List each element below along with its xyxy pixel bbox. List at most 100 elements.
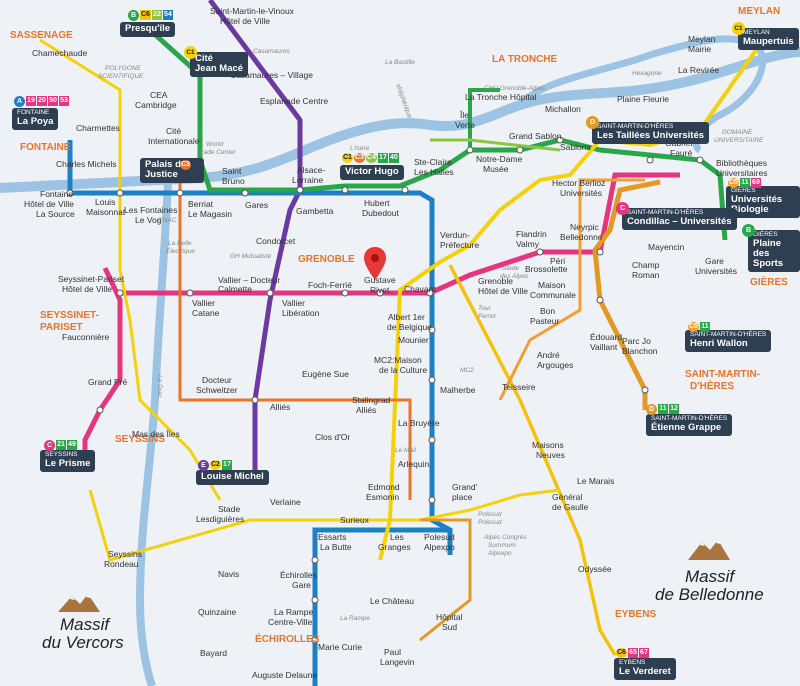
location-pin-icon[interactable] <box>364 247 386 280</box>
station-label: Alsace- <box>297 165 326 175</box>
line-badge: C5 <box>688 322 699 332</box>
station-label: Seyssins <box>108 549 142 559</box>
station-label: La Rampe <box>340 615 370 622</box>
line-badge: C1 <box>342 153 353 163</box>
station-label: GH Mutualiste <box>230 253 272 260</box>
station-label: Marie Curie <box>318 642 362 652</box>
line-badge: 65 <box>627 648 638 658</box>
terminus-henri-wallon[interactable]: SAINT-MARTIN-D'HÈRES Henri Wallon <box>685 330 772 352</box>
line-badge: C3 <box>353 153 365 163</box>
station-label: Stade <box>218 504 240 514</box>
station-label: Valmy <box>516 239 540 249</box>
terminus-universites-biologie[interactable]: GIÈRES Universités Biologie <box>726 186 800 218</box>
station-label: Chamechaude <box>32 48 88 58</box>
station-label: Alliés <box>356 405 376 415</box>
station-label: Neuves <box>536 450 565 460</box>
line-d-icon: D <box>646 404 657 415</box>
station-label: Général <box>552 492 582 502</box>
station-label: Hôpital <box>436 612 463 622</box>
station-label: Gare <box>705 256 724 266</box>
station-label: Vallier <box>282 298 305 308</box>
station-label: Le Vog <box>135 215 162 225</box>
station-label: Rivet <box>370 285 390 295</box>
terminus-etienne-grappe[interactable]: SAINT-MARTIN-D'HÈRES Étienne Grappe <box>646 414 733 436</box>
station-label: Grand Sablon <box>509 131 562 141</box>
station-label: La Bruyère <box>398 418 440 428</box>
terminus-taillees[interactable]: D SAINT-MARTIN-D'HÈRES Les Taillées Univ… <box>586 116 710 144</box>
station-label: Musée <box>483 164 509 174</box>
station-label: Condorcet <box>256 236 296 246</box>
line-badge: 54 <box>162 10 173 20</box>
station-label: Brossolette <box>525 264 568 274</box>
terminus-victor-hugo[interactable]: Victor Hugo <box>340 165 404 180</box>
station-dots <box>66 136 704 644</box>
station-label: Edmond <box>368 482 400 492</box>
station-label: Surieux <box>340 515 370 525</box>
station-label: Michallon <box>545 104 581 114</box>
station-label: Casamaures – Village <box>230 70 313 80</box>
station-label: Vallier <box>192 298 215 308</box>
terminus-louise-michel[interactable]: Louise Michel <box>196 470 269 485</box>
station-label: Le Magasin <box>188 209 232 219</box>
mountain-icon-vercors <box>58 594 100 612</box>
station-label: La Revirée <box>678 65 719 75</box>
station-label: Le Mail <box>395 447 417 454</box>
line-badge: 12 <box>669 404 679 414</box>
station-label: Lorraine <box>292 175 323 185</box>
station-label: Esmonin <box>366 492 399 502</box>
station-label: Universitaires <box>716 168 768 178</box>
station-label: Le Marais <box>577 476 614 486</box>
station-label: Alpexpo <box>487 550 512 557</box>
station-label: MC2 <box>460 367 474 374</box>
line-badge: 22 <box>151 10 162 20</box>
commune-fontaine: FONTAINE <box>20 142 71 153</box>
terminus-le-verderet[interactable]: EYBENS Le Verderet <box>614 658 676 680</box>
terminus-palais-justice-badges: C3 <box>180 160 191 170</box>
station-label: Gares <box>245 200 268 210</box>
terminus-le-prisme-badges: C 21 49 <box>44 440 77 451</box>
terminus-condillac[interactable]: C SAINT-MARTIN-D'HÈRES Condillac – Unive… <box>616 202 737 230</box>
station-label: Bibliothèques <box>716 158 767 168</box>
station-label: Maisonnat <box>86 207 126 217</box>
station-label: Alpexpo <box>424 542 455 552</box>
terminus-presquile[interactable]: Presqu'île <box>120 22 176 37</box>
station-label: Alpes Congrès <box>483 534 527 541</box>
station-label: Louis <box>95 197 115 207</box>
line-badge: 17 <box>377 153 388 163</box>
station-label: Stalingrad <box>352 395 391 405</box>
station-label: Esplanade Centre <box>260 96 328 106</box>
bus-route-orange-south <box>419 518 472 642</box>
station-label: La Source <box>36 209 75 219</box>
station-label: Eugène Sue <box>302 369 349 379</box>
station-label: Hôtel de Ville <box>478 286 528 296</box>
station-label: La Tronche Hôpital <box>465 92 536 102</box>
commune-sassenage: SASSENAGE <box>10 30 73 41</box>
terminus-la-poya[interactable]: FONTAINE La Poya <box>12 108 59 130</box>
commune-seyssinet: SEYSSINET-PARISET <box>40 310 99 333</box>
line-badge: 49 <box>67 440 77 450</box>
station-label: Sud <box>442 622 457 632</box>
station-label: Alliés <box>270 402 290 412</box>
station-label: Mairie <box>688 44 711 54</box>
terminus-palais-justice[interactable]: Palais de Justice <box>140 158 204 183</box>
terminus-meylan-maupertuis[interactable]: C1 MEYLAN Maupertuis <box>732 22 799 50</box>
station-label: Foch-Ferrié <box>308 280 352 290</box>
terminus-plaine-sports[interactable]: B GIÈRES Plaine des Sports <box>742 224 800 272</box>
station-label: Meylan <box>688 34 716 44</box>
terminus-le-prisme[interactable]: SEYSSINS Le Prisme <box>40 450 96 472</box>
station-label: Fontaine <box>40 189 73 199</box>
station-label: Stade <box>502 265 519 272</box>
station-label: Hector Berlioz <box>552 178 605 188</box>
station-label: Libération <box>282 308 320 318</box>
massif-vercors-title: Massif <box>60 615 111 634</box>
station-label: téléphérique <box>394 83 413 119</box>
station-label: Chavant <box>404 284 436 294</box>
line-badge: 40 <box>388 153 399 163</box>
station-label: Les <box>390 532 404 542</box>
line-b-icon: B <box>742 224 755 237</box>
line-d-icon: D <box>586 116 599 129</box>
terminus-jean-mace[interactable]: C1 Cité Jean Macé <box>184 46 249 77</box>
station-label: Malherbe <box>440 385 476 395</box>
station-label: Hubert <box>364 198 390 208</box>
bus-route-c4 <box>430 138 561 152</box>
